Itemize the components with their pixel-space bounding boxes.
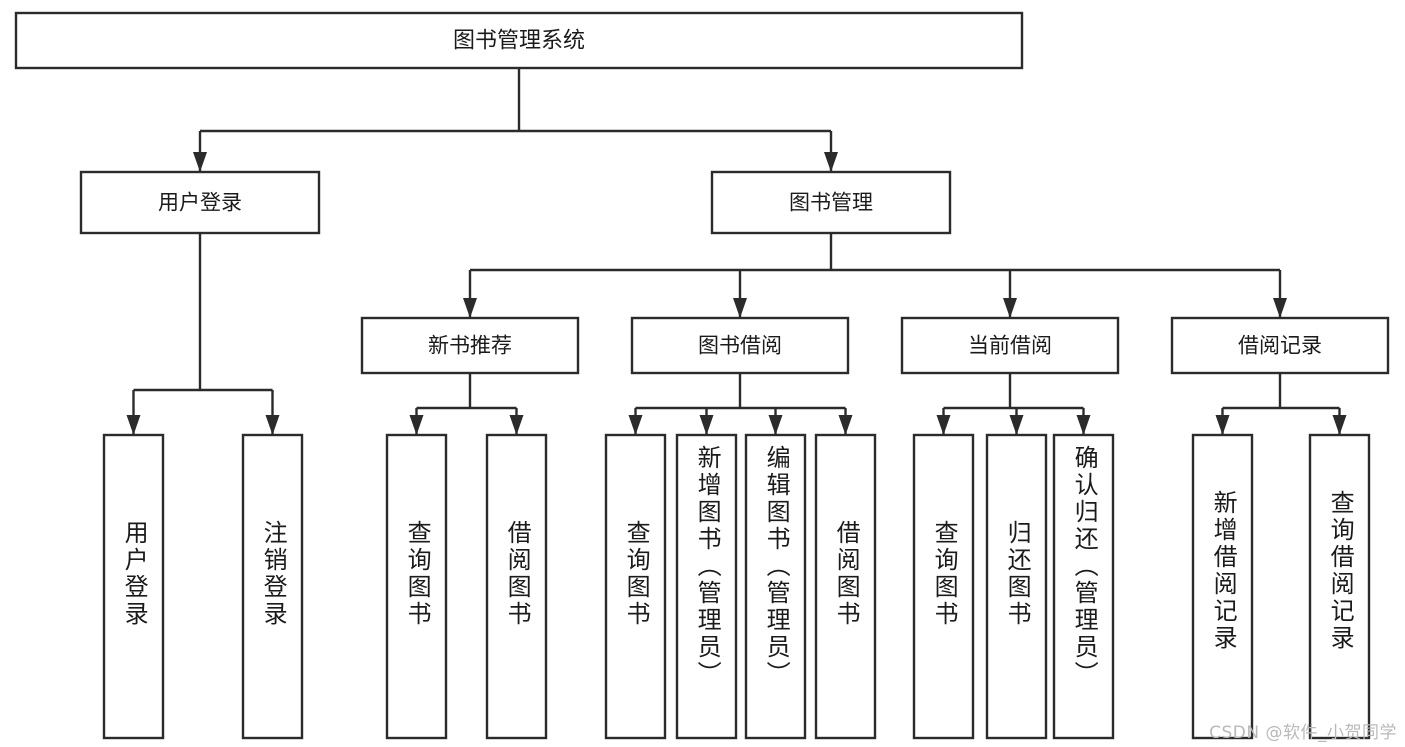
arrow-head-icon [1009,415,1024,435]
arrow-head-icon [509,415,524,435]
node-box-layer [14,11,1390,740]
node-borrow-record[interactable] [1170,316,1390,375]
arrow-head-icon [1003,298,1017,318]
node-leaf-return-book[interactable] [985,433,1048,740]
arrow-head-icon [1273,298,1287,318]
arrow-head-icon [824,152,838,172]
node-leaf-query-book-3[interactable] [912,433,975,740]
node-book-borrow-label: 图书借阅 [698,334,782,358]
node-leaf-query-book-2[interactable] [604,433,667,740]
node-leaf-add-record[interactable] [1191,433,1254,740]
arrow-head-icon [838,415,853,435]
node-new-book-rec-label: 新书推荐 [428,334,512,358]
node-leaf-user-login[interactable] [102,433,165,740]
watermark-label: CSDN @软件_小贺同学 [1209,723,1397,743]
node-book-manage[interactable] [710,170,952,235]
arrow-head-icon [733,298,747,318]
node-leaf-logout[interactable] [241,433,304,740]
node-book-manage-label: 图书管理 [789,191,873,215]
arrow-head-icon [628,415,643,435]
arrow-head-icon [463,298,477,318]
arrow-head-icon [265,415,280,435]
node-leaf-borrow-book-1[interactable] [485,433,548,740]
node-user-login[interactable] [79,170,321,235]
arrow-head-icon [193,152,207,172]
arrow-head-icon [1332,415,1347,435]
node-root[interactable] [14,11,1024,70]
arrow-head-icon [126,415,141,435]
node-leaf-query-record[interactable] [1308,433,1371,740]
arrow-head-icon [409,415,424,435]
node-user-login-label: 用户登录 [158,191,242,215]
arrow-head-icon [699,415,714,435]
arrow-head-icon [1076,415,1091,435]
node-current-borrow[interactable] [900,316,1120,375]
connector-layer [126,68,1347,435]
arrow-head-icon [768,415,783,435]
node-book-borrow[interactable] [630,316,850,375]
node-leaf-borrow-book-2[interactable] [814,433,877,740]
node-borrow-record-label: 借阅记录 [1238,334,1322,358]
node-root-label: 图书管理系统 [453,29,585,54]
node-current-borrow-label: 当前借阅 [968,334,1052,358]
node-leaf-confirm-return[interactable] [1052,433,1115,740]
node-leaf-edit-book[interactable] [744,433,807,740]
node-leaf-add-book[interactable] [675,433,738,740]
arrow-head-icon [936,415,951,435]
node-new-book-rec[interactable] [360,316,580,375]
node-leaf-query-book-1[interactable] [385,433,448,740]
arrow-head-icon [1215,415,1230,435]
